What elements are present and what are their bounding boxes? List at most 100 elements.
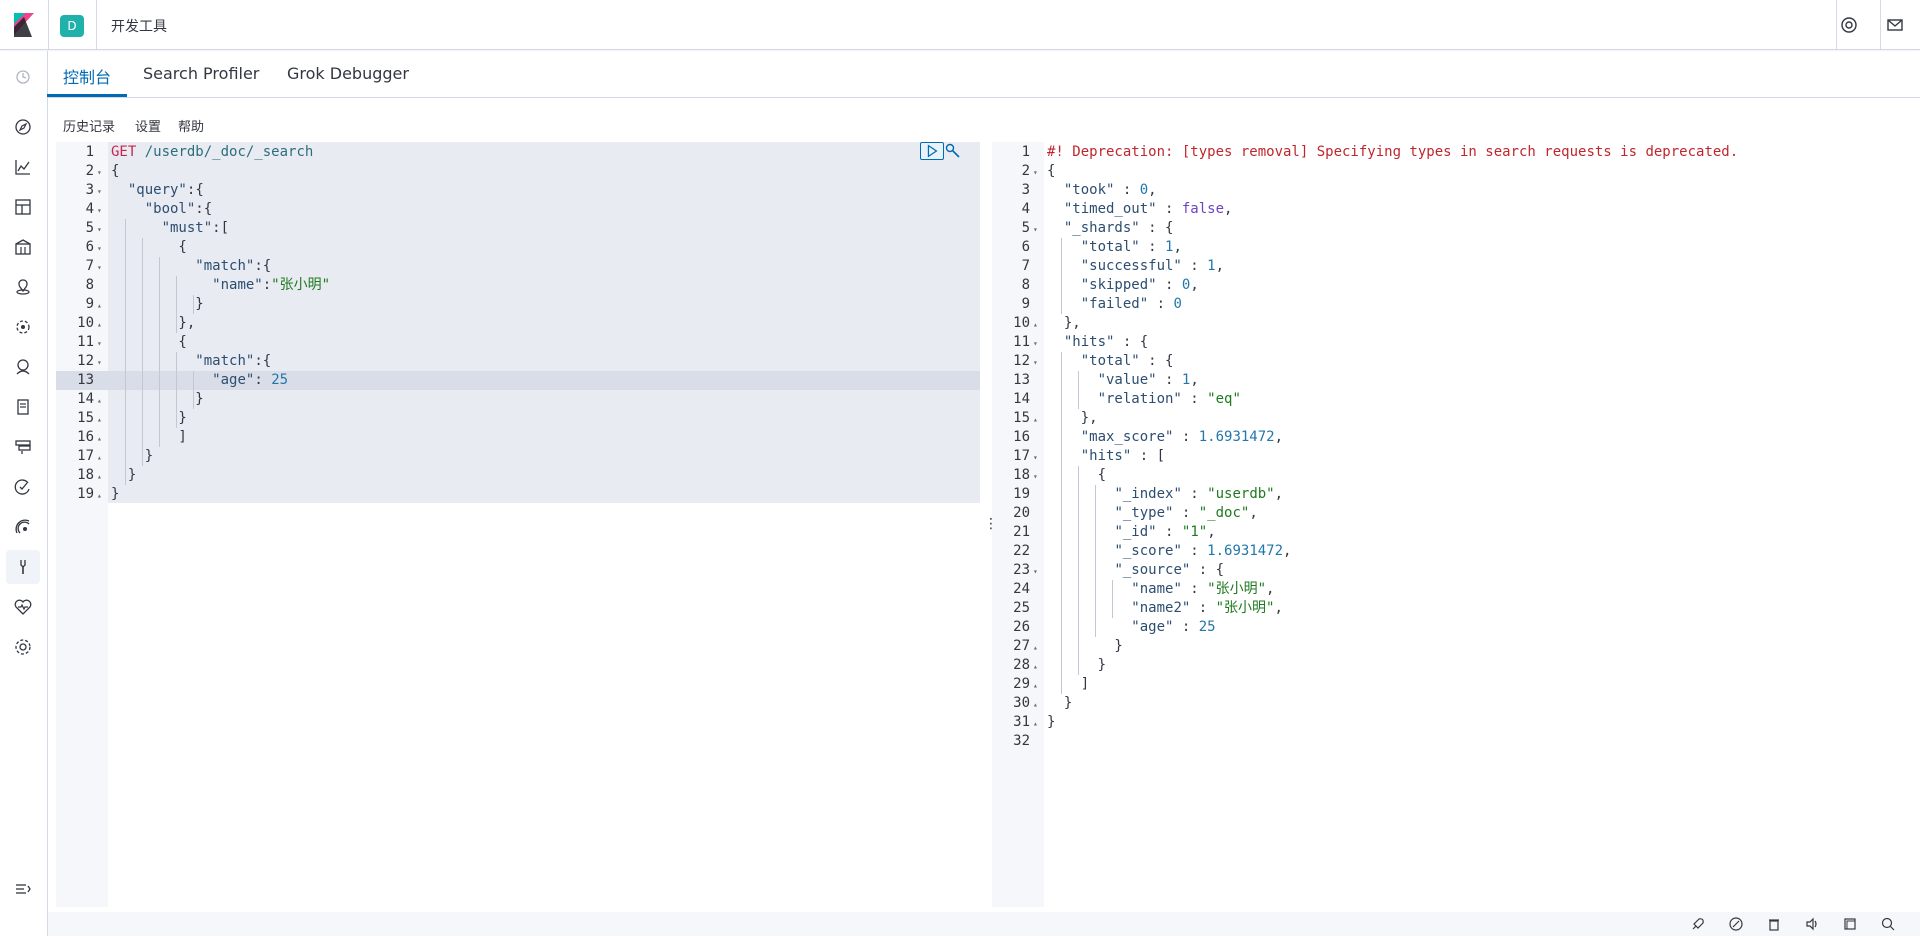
code-line: { (111, 163, 120, 179)
fold-toggle-icon[interactable]: ▾ (1033, 339, 1038, 348)
line-number: 11 (1013, 334, 1030, 350)
code-line: } (111, 448, 154, 464)
fold-toggle-icon[interactable]: ▾ (1033, 168, 1038, 177)
code-line: } (1047, 638, 1123, 654)
fold-toggle-icon[interactable]: ▴ (1033, 320, 1038, 329)
search-icon[interactable] (1880, 916, 1896, 932)
active-tab-indicator (47, 94, 127, 97)
fold-toggle-icon[interactable]: ▴ (1033, 700, 1038, 709)
fold-toggle-icon[interactable]: ▾ (1033, 358, 1038, 367)
fold-toggle-icon[interactable]: ▴ (97, 472, 102, 481)
help-link[interactable]: 帮助 (178, 120, 205, 135)
rocket-icon[interactable] (1690, 916, 1706, 932)
fold-toggle-icon[interactable]: ▾ (97, 358, 102, 367)
fold-toggle-icon[interactable]: ▴ (1033, 681, 1038, 690)
collapse-nav-icon[interactable] (13, 879, 33, 899)
code-line: "_shards" : { (1063, 220, 1174, 236)
fold-toggle-icon[interactable]: ▾ (97, 225, 102, 234)
dev-tools-icon[interactable] (13, 557, 33, 577)
code-line: "value" : 1, (1097, 372, 1199, 388)
code-line: "relation" : "eq" (1097, 391, 1241, 407)
line-number: 17 (1013, 448, 1030, 464)
line-number: 16 (77, 429, 94, 445)
fold-toggle-icon[interactable]: ▴ (97, 453, 102, 462)
line-number: 16 (1013, 429, 1030, 445)
code-line: }, (1047, 410, 1098, 426)
code-line: "_index" : "userdb", (1114, 486, 1284, 502)
code-line: } (111, 296, 204, 312)
code-line: } (111, 410, 187, 426)
code-line: }, (1047, 315, 1081, 331)
uptime-icon[interactable] (13, 477, 33, 497)
fold-toggle-icon[interactable]: ▾ (97, 244, 102, 253)
fold-toggle-icon[interactable]: ▾ (97, 339, 102, 348)
fold-toggle-icon[interactable]: ▴ (1033, 719, 1038, 728)
fold-toggle-icon[interactable]: ▴ (1033, 415, 1038, 424)
logs-icon[interactable] (13, 397, 33, 417)
history-link[interactable]: 历史记录 (63, 120, 116, 135)
code-line: ] (1047, 676, 1090, 692)
fold-toggle-icon[interactable]: ▾ (97, 168, 102, 177)
trash-icon[interactable] (1766, 916, 1782, 932)
fold-toggle-icon[interactable]: ▾ (1033, 472, 1038, 481)
line-number: 1 (1021, 144, 1030, 160)
code-line: "total" : { (1080, 353, 1174, 369)
code-line: } (1047, 657, 1107, 673)
apm-icon[interactable] (13, 437, 33, 457)
space-avatar[interactable]: D (60, 15, 84, 37)
maps-icon[interactable] (13, 277, 33, 297)
tab-grok-debugger[interactable]: Grok Debugger (287, 64, 409, 83)
editor-resizer[interactable]: ⋮ (980, 142, 998, 907)
management-icon[interactable] (13, 637, 33, 657)
wrench-icon[interactable] (944, 142, 962, 160)
dashboard-icon[interactable] (13, 197, 33, 217)
volume-icon[interactable] (1804, 916, 1820, 932)
code-line: } (1047, 714, 1056, 730)
fold-toggle-icon[interactable]: ▴ (1033, 643, 1038, 652)
code-line: } (111, 391, 204, 407)
line-number: 5 (85, 220, 94, 236)
logs-stream-icon[interactable] (1728, 916, 1744, 932)
fullscreen-icon[interactable] (1842, 916, 1858, 932)
line-number: 5 (1021, 220, 1030, 236)
send-request-button[interactable] (920, 142, 944, 160)
fold-toggle-icon[interactable]: ▴ (97, 415, 102, 424)
fold-toggle-icon[interactable]: ▴ (1033, 662, 1038, 671)
line-number: 24 (1013, 581, 1030, 597)
fold-toggle-icon[interactable]: ▴ (97, 491, 102, 500)
mail-icon[interactable] (1886, 16, 1904, 34)
monitoring-icon[interactable] (13, 597, 33, 617)
code-line: "skipped" : 0, (1080, 277, 1199, 293)
tab-console[interactable]: 控制台 (63, 68, 112, 87)
discover-icon[interactable] (13, 117, 33, 137)
canvas-icon[interactable] (13, 237, 33, 257)
indent-guide (125, 219, 126, 485)
tab-search-profiler[interactable]: Search Profiler (143, 64, 260, 83)
fold-toggle-icon[interactable]: ▾ (1033, 225, 1038, 234)
fold-toggle-icon[interactable]: ▴ (97, 301, 102, 310)
code-line: "failed" : 0 (1080, 296, 1182, 312)
help-icon[interactable] (1840, 16, 1858, 34)
machine-learning-icon[interactable] (13, 317, 33, 337)
fold-toggle-icon[interactable]: ▾ (1033, 567, 1038, 576)
settings-link[interactable]: 设置 (135, 120, 162, 135)
kibana-logo[interactable] (12, 13, 34, 37)
code-line: "match":{ (195, 258, 272, 274)
code-line: } (111, 467, 137, 483)
fold-toggle-icon[interactable]: ▴ (97, 434, 102, 443)
app-title: 开发工具 (111, 19, 167, 35)
siem-icon[interactable] (13, 517, 33, 537)
fold-toggle-icon[interactable]: ▾ (97, 263, 102, 272)
fold-toggle-icon[interactable]: ▾ (97, 206, 102, 215)
visualize-icon[interactable] (13, 157, 33, 177)
code-line: "successful" : 1, (1080, 258, 1225, 274)
recently-viewed-icon[interactable] (13, 67, 33, 87)
fold-toggle-icon[interactable]: ▴ (97, 396, 102, 405)
line-number: 4 (85, 201, 94, 217)
fold-toggle-icon[interactable]: ▾ (97, 187, 102, 196)
header-divider (48, 0, 49, 50)
fold-toggle-icon[interactable]: ▾ (1033, 453, 1038, 462)
fold-toggle-icon[interactable]: ▴ (97, 320, 102, 329)
infrastructure-icon[interactable] (13, 357, 33, 377)
